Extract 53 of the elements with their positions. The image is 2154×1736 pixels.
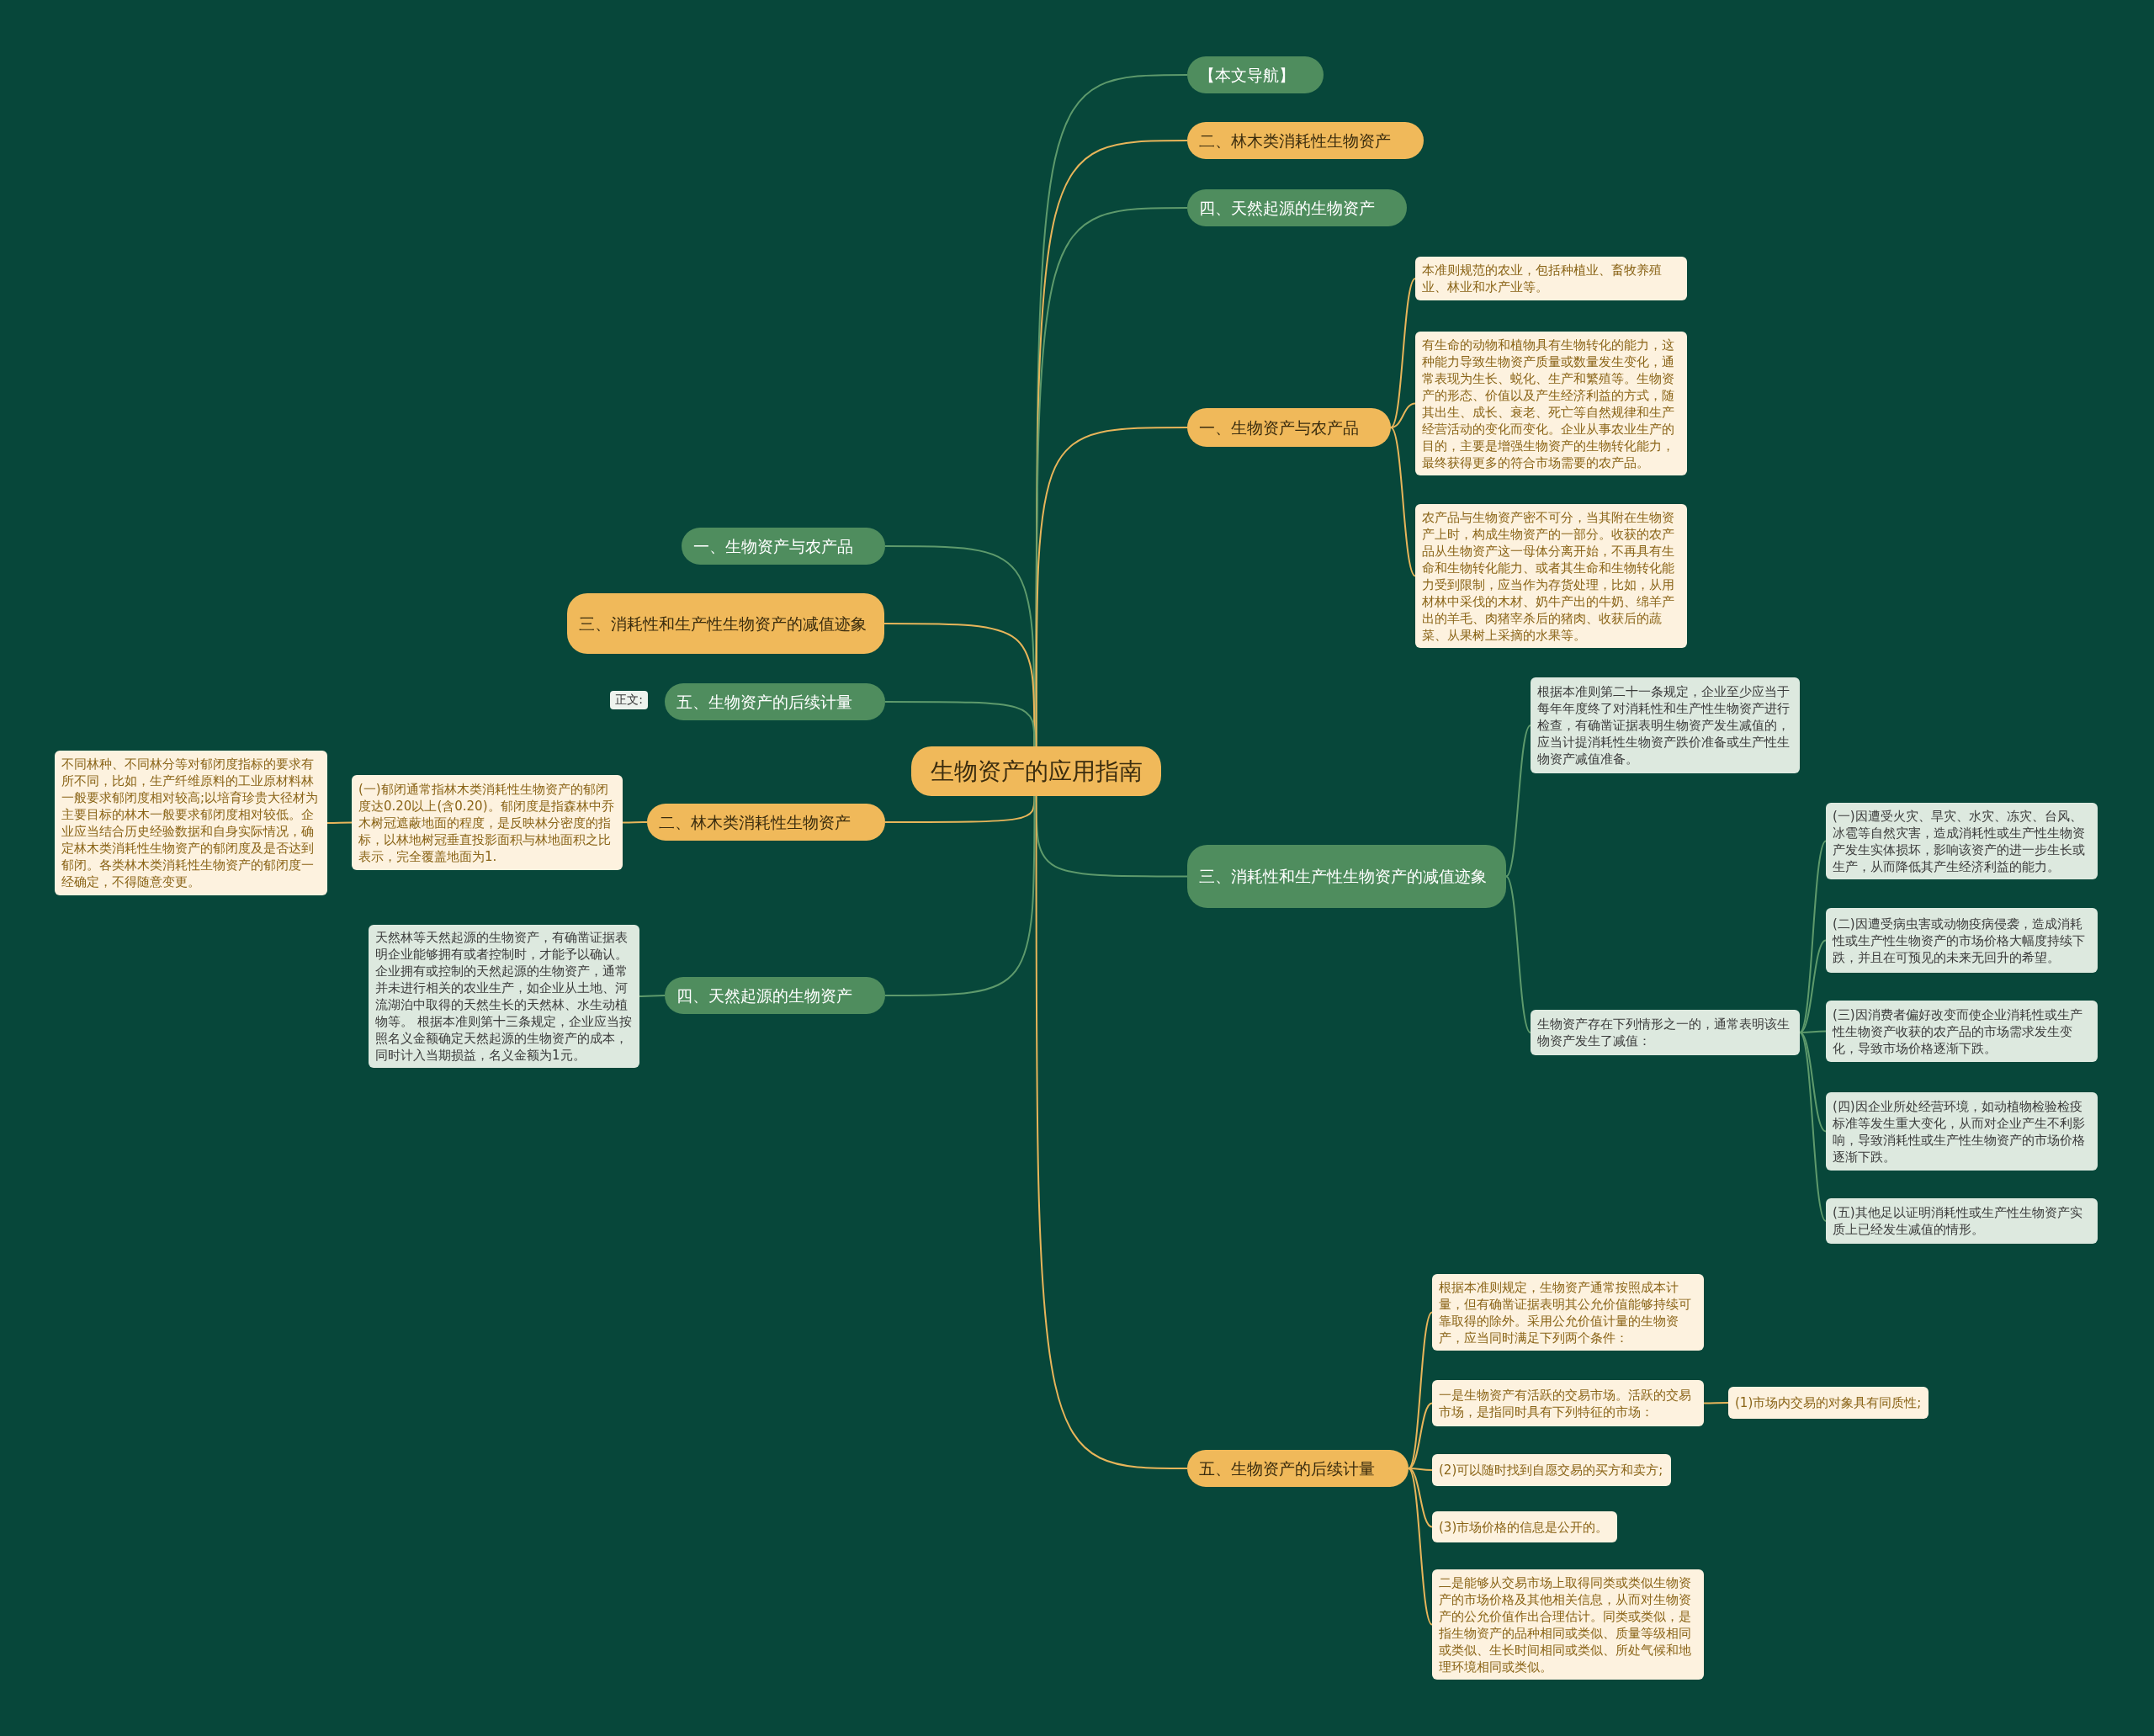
connector-line (1703, 1402, 1729, 1404)
note-box: 生物资产存在下列情形之一的，通常表明该生物资产发生了减值： (1531, 1010, 1800, 1055)
note-box: (四)因企业所处经营环境，如动植物检验检疫标准等发生重大变化，从而对企业产生不利影响，导致消耗性或生产性生物资产的市场价格逐渐下跌。 (1826, 1092, 2098, 1171)
note-box: (2)可以随时找到自愿交易的买方和卖方; (1432, 1454, 1671, 1486)
connector-line (1035, 427, 1188, 747)
note-box: (一)因遭受火灾、旱灾、水灾、冻灾、台风、冰雹等自然灾害，造成消耗性或生产性生物资产发生实体损坏，影响该资产的进一步生长或生产，从而降低其产生经济利益的能力。 (1826, 803, 2098, 879)
note-box: (二)因遭受病虫害或动物疫病侵袭，造成消耗性或生产性生物资产的市场价格大幅度持续下跌，并且在可预见的未来无回升的希望。 (1826, 908, 2098, 973)
connector-line (639, 995, 666, 997)
connector-line (1799, 1030, 1827, 1033)
note-box: 二是能够从交易市场上取得同类或类似生物资产的市场价格及其他相关信息，从而对生物资产的公允价值作出合理估计。同类或类似，是指生物资产的品种相同或类似、质量等级相同或类似、生长时间相同或类似、所处气候和地理环境相同或类似。 (1432, 1569, 1704, 1680)
note-box: 有生命的动物和植物具有生物转化的能力，这种能力导致生物资产质量或数量发生变化，通常表现为生长、蜕化、生产和繁殖等。生物资产的形态、价值以及产生经济利益的方式，随其出生、成长、衰老、死亡等自然规律和生产经营活动的变化而变化。企业从事农业生产的目的，主要是增强生物资产的生物转化能力，最终获得更多的符合市场需要的农产品。 (1415, 332, 1687, 475)
connector-line (1505, 875, 1531, 1033)
topic-box: 五、生物资产的后续计量 (1187, 1450, 1409, 1487)
topic-box: 四、天然起源的生物资产 (1187, 189, 1407, 226)
note-box: (三)因消费者偏好改变而使企业消耗性或生产性生物资产收获的农产品的市场需求发生变化，导致市场价格逐渐下跌。 (1826, 1001, 2098, 1062)
connector-line (1505, 725, 1531, 878)
topic-box: 三、消耗性和生产性生物资产的减值迹象 (1187, 845, 1506, 908)
topic-box: 四、天然起源的生物资产 (665, 977, 885, 1014)
connector-line (884, 795, 1036, 996)
connector-line (1390, 278, 1416, 428)
connector-line (1799, 1032, 1827, 1222)
note-box: 本准则规范的农业，包括种植业、畜牧养殖业、林业和水产业等。 (1415, 257, 1687, 300)
connector-line (1408, 1311, 1433, 1469)
connector-line (1799, 939, 1827, 1033)
connector-line (1390, 402, 1416, 428)
topic-box: 二、林木类消耗性生物资产 (647, 804, 885, 841)
note-box: 不同林种、不同林分等对郁闭度指标的要求有所不同，比如，生产纤维原料的工业原材料林一般要求郁闭度相对较高;以培育珍贵大径材为主要目标的林木一般要求郁闭度相对较低。企业应当结合历史经验数据和自身实际情况，确定林木类消耗性生物资产的郁闭度及是否达到郁闭。各类林木类消耗性生物资产的郁闭度一经确定，不得随意变更。 (55, 751, 327, 895)
note-box: (1)市场内交易的对象具有同质性; (1728, 1387, 1929, 1419)
connector-line (326, 821, 353, 824)
connector-line (1390, 427, 1416, 577)
central-topic: 生物资产的应用指南 (911, 746, 1161, 796)
note-box: 农产品与生物资产密不可分，当其附在生物资产上时，构成生物资产的一部分。收获的农产品从生物资产这一母体分离开始，不再具有生命和生物转化能力、或者其生命和生物转化能力受到限制，应当作为存货处理，比如，从用材林中采伐的木材、奶牛产出的牛奶、绵羊产出的羊毛、肉猪宰杀后的猪肉、收获后的蔬菜、从果树上采摘的水果等。 (1415, 504, 1687, 648)
topic-box: 一、生物资产与农产品 (682, 528, 885, 565)
connector-line (622, 821, 648, 824)
connector-line (1035, 795, 1188, 1469)
note-box: 天然林等天然起源的生物资产，有确凿证据表明企业能够拥有或者控制时，才能予以确认。企业拥有或控制的天然起源的生物资产，通常并未进行相关的农业生产，如企业从土地、河流湖泊中取得的天然生长的天然林、水生动植物等。 根据本准则第十三条规定，企业应当按照名义金额确定天然起源的生物资产的成本，同时计入当期损益，名义金额为1元。 (369, 925, 639, 1068)
note-box: (一)郁闭通常指林木类消耗性生物资产的郁闭度达0.20以上(含0.20)。郁闭度是指森林中乔木树冠遮蔽地面的程度，是反映林分密度的指标，以林地树冠垂直投影面积与林地面积之比表示，完全覆盖地面为1. (352, 775, 623, 870)
note-box: (3)市场价格的信息是公开的。 (1432, 1511, 1617, 1542)
note-box: 一是生物资产有活跃的交易市场。活跃的交易市场，是指同时具有下列特征的市场： (1432, 1380, 1704, 1426)
connector-line (1408, 1468, 1433, 1528)
note-box: 根据本准则规定，生物资产通常按照成本计量，但有确凿证据表明其公允价值能够持续可靠取得的除外。采用公允价值计量的生物资产，应当同时满足下列两个条件： (1432, 1274, 1704, 1351)
connector-line (1408, 1468, 1433, 1626)
topic-box: 二、林木类消耗性生物资产 (1187, 122, 1424, 159)
note-box: (五)其他足以证明消耗性或生产性生物资产实质上已经发生减值的情形。 (1826, 1198, 2098, 1244)
topic-box: 一、生物资产与农产品 (1187, 408, 1391, 447)
topic-box: 五、生物资产的后续计量 (665, 683, 885, 720)
note-box: 根据本准则第二十一条规定，企业至少应当于每年年度终了对消耗性和生产性生物资产进行检查，有确凿证据表明生物资产发生减值的，应当计提消耗性生物资产跌价准备或生产性生物资产减值准备。 (1531, 677, 1800, 773)
topic-box: 【本文导航】 (1187, 56, 1324, 93)
topic-box: 三、消耗性和生产性生物资产的减值迹象 (567, 593, 884, 654)
connector-line (1408, 1402, 1433, 1469)
tag-label: 正文: (610, 691, 648, 709)
connector-line (1799, 840, 1827, 1033)
connector-line (884, 701, 1036, 747)
